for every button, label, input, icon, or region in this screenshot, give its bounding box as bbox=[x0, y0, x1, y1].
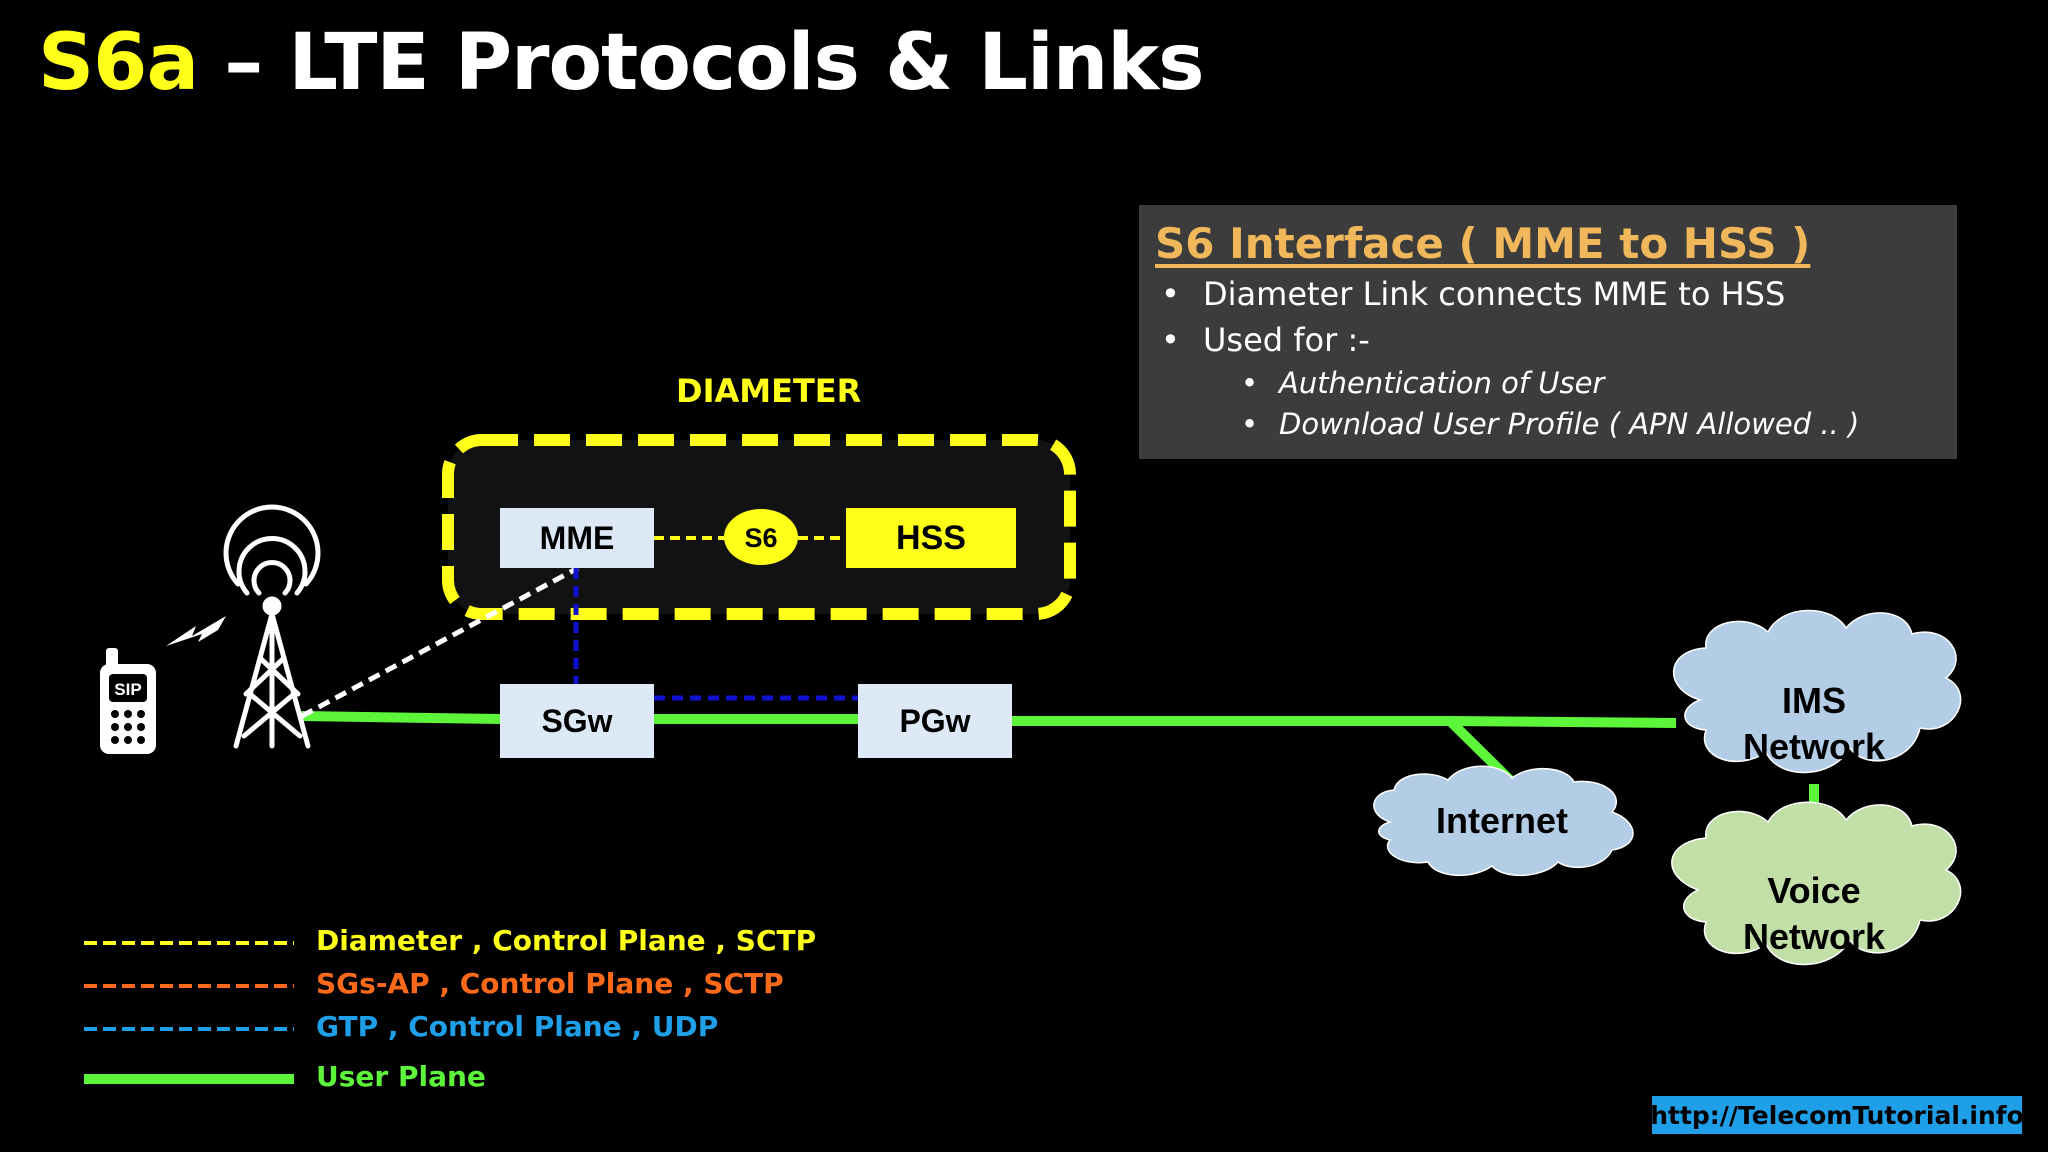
s6-label: S6 bbox=[744, 522, 778, 553]
legend-diameter: Diameter , Control Plane , SCTP bbox=[316, 924, 817, 957]
internet-label: Internet bbox=[1435, 800, 1568, 841]
hss-node: HSS bbox=[846, 508, 1016, 568]
ims-network-cloud bbox=[1672, 609, 1962, 774]
enb-mme-link bbox=[300, 565, 580, 719]
diameter-label: DIAMETER bbox=[676, 372, 862, 410]
s6-ellipse bbox=[724, 509, 798, 565]
s6-info-box: S6 Interface ( MME to HSS ) Diameter Lin… bbox=[1139, 205, 1957, 459]
phone-icon bbox=[100, 648, 156, 754]
enodeb-tower-icon bbox=[223, 504, 321, 749]
website-url[interactable]: http://TelecomTutorial.info bbox=[1650, 1096, 2024, 1134]
sgw-node: SGw bbox=[500, 684, 654, 758]
legend-gtp: GTP , Control Plane , UDP bbox=[316, 1010, 719, 1043]
title-s6a: S6a bbox=[38, 18, 199, 108]
title-rest: – LTE Protocols & Links bbox=[198, 18, 1204, 108]
legend-lines bbox=[84, 941, 294, 1084]
voice-network-label: Voice Network bbox=[1714, 868, 1914, 960]
phone-sip-label: SIP bbox=[114, 680, 141, 699]
mme-node: MME bbox=[500, 508, 654, 568]
voice-label-line1: Voice bbox=[1767, 870, 1861, 911]
gtp-links bbox=[573, 568, 858, 701]
legend-sgsap: SGs-AP , Control Plane , SCTP bbox=[316, 967, 784, 1000]
ims-label-line2: Network bbox=[1742, 726, 1886, 767]
info-item: Used for :- bbox=[1155, 317, 1941, 363]
info-item: Diameter Link connects MME to HSS bbox=[1155, 271, 1941, 317]
slide-title: S6a – LTE Protocols & Links bbox=[38, 18, 1205, 108]
info-subitem: Authentication of User bbox=[1155, 363, 1941, 404]
internet-cloud bbox=[1373, 765, 1634, 877]
pgw-node: PGw bbox=[858, 684, 1012, 758]
ims-label-line1: IMS bbox=[1781, 680, 1846, 721]
info-box-heading: S6 Interface ( MME to HSS ) bbox=[1155, 219, 1811, 268]
info-subitem: Download User Profile ( APN Allowed .. ) bbox=[1155, 404, 1941, 445]
user-plane-links bbox=[299, 711, 1819, 852]
ims-network-label: IMS Network bbox=[1714, 678, 1914, 770]
voice-network-cloud bbox=[1671, 801, 1962, 966]
voice-label-line2: Network bbox=[1742, 916, 1886, 957]
legend-user-plane: User Plane bbox=[316, 1060, 486, 1093]
lightning-icon bbox=[166, 616, 226, 646]
